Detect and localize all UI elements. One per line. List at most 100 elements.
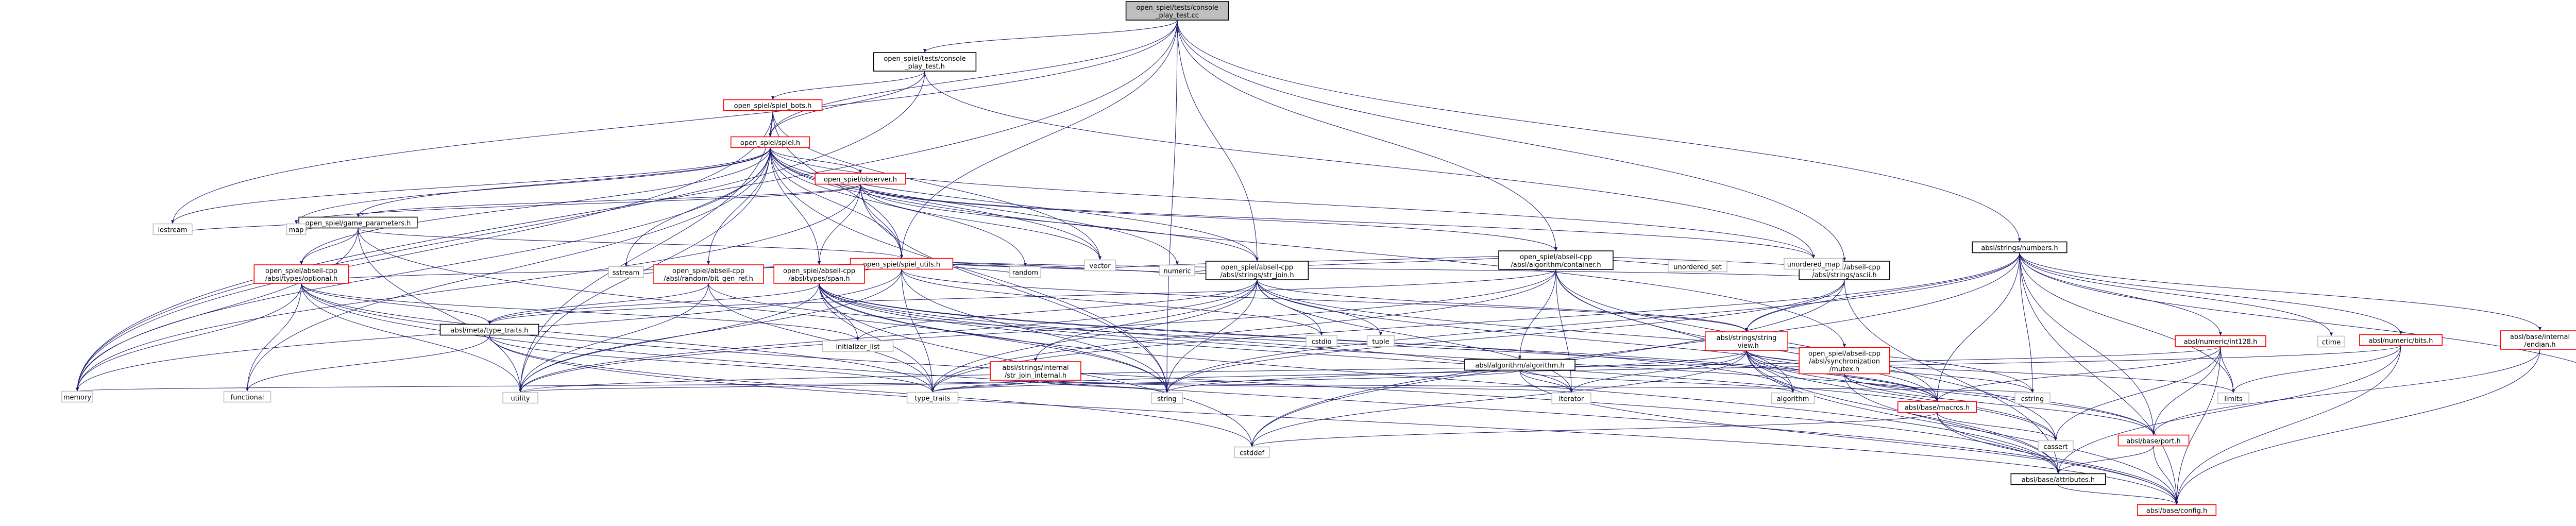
edge-absl-span-to-type-traits-h: [487, 283, 820, 325]
node-absl-span[interactable]: open_spiel/abseil-cpp/absl/types/span.h: [773, 264, 865, 284]
edge-absl-numbers-to-string: [1165, 252, 2020, 393]
node-cstddef[interactable]: cstddef: [1234, 446, 1270, 459]
node-endian[interactable]: absl/base/internal/endian.h: [2500, 330, 2576, 350]
edge-observer-to-game-params: [357, 184, 861, 217]
node-iostream[interactable]: iostream: [152, 223, 193, 235]
node-random[interactable]: random: [1009, 266, 1041, 278]
node-bits[interactable]: absl/numeric/bits.h: [2359, 334, 2443, 346]
node-algorithm[interactable]: algorithm: [1771, 392, 1815, 404]
node-observer[interactable]: open_spiel/observer.h: [815, 173, 906, 185]
node-absl-bitgen[interactable]: open_spiel/abseil-cpp/absl/random/bit_ge…: [653, 264, 764, 284]
node-label: unordered_map: [1787, 261, 1840, 269]
edge-absl-numbers-to-cstring: [2019, 252, 2035, 393]
node-numeric[interactable]: numeric: [1159, 264, 1195, 277]
node-unordered-map[interactable]: unordered_map: [1784, 258, 1843, 270]
node-box: [2317, 335, 2346, 348]
node-unordered-set[interactable]: unordered_set: [1668, 260, 1727, 273]
edge-absl-span-to-initializer-list: [819, 283, 860, 341]
node-type-traits-h[interactable]: absl/meta/type_traits.h: [439, 324, 539, 336]
node-game-params[interactable]: open_spiel/game_parameters.h: [298, 216, 418, 229]
node-box: [2500, 330, 2576, 350]
node-cstring[interactable]: cstring: [2014, 392, 2050, 404]
node-box: [1306, 335, 1337, 347]
edge-absl-optional-to-config: [301, 283, 2179, 505]
node-map[interactable]: map: [286, 223, 307, 235]
edge-observer-to-vector: [860, 184, 1102, 260]
edge-absl-numbers-to-limits: [2019, 252, 2235, 393]
node-tuple[interactable]: tuple: [1366, 335, 1395, 347]
node-root[interactable]: open_spiel/tests/console_play_test.cc: [1125, 1, 1229, 21]
edge-str-join-internal-to-type-traits: [930, 380, 1036, 393]
node-absl-numbers[interactable]: absl/strings/numbers.h: [1972, 241, 2067, 253]
edge-absl-strjoin-to-iterator: [1257, 279, 1573, 393]
node-cpt-h[interactable]: open_spiel/tests/console_play_test.h: [873, 52, 977, 72]
edge-absl-ascii-to-string: [1165, 279, 1845, 393]
node-config[interactable]: absl/base/config.h: [2137, 504, 2217, 516]
edge-spiel-utils-to-type-traits: [901, 269, 935, 393]
edge-absl-numbers-to-config: [2019, 252, 2179, 505]
node-int128[interactable]: absl/numeric/int128.h: [2175, 335, 2266, 347]
node-algo-h[interactable]: absl/algorithm/algorithm.h: [1464, 359, 1575, 371]
edge-macros-to-config: [1937, 412, 2179, 505]
node-absl-strjoin[interactable]: open_spiel/abseil-cpp/absl/strings/str_j…: [1205, 261, 1309, 280]
node-label: tuple: [1372, 338, 1389, 346]
node-spiel-bots[interactable]: open_spiel/spiel_bots.h: [723, 99, 823, 111]
edge-mutex-to-port: [1844, 374, 2156, 435]
node-box: [2117, 434, 2190, 447]
edge-type-traits-h-to-functional: [245, 335, 490, 392]
edge-absl-numbers-to-int128: [2019, 252, 2223, 336]
edge-port-to-config: [2153, 446, 2179, 505]
edge-bits-to-config: [2175, 345, 2401, 505]
edge-spiel-h-to-numeric: [770, 147, 1179, 265]
node-absl-container[interactable]: open_spiel/abseil-cpp/absl/algorithm/con…: [1498, 250, 1614, 270]
node-attributes[interactable]: absl/base/attributes.h: [2010, 473, 2106, 485]
node-absl-optional[interactable]: open_spiel/abseil-cpp/absl/types/optiona…: [253, 264, 349, 284]
edge-cpt-h-to-spiel-h: [768, 71, 925, 137]
node-initializer-list[interactable]: initializer_list: [822, 340, 894, 352]
edge-spiel-h-to-sstream: [624, 147, 771, 267]
edge-root-to-spiel-h: [768, 20, 1178, 137]
node-box: [286, 223, 307, 235]
node-box: [152, 223, 193, 235]
node-type-traits[interactable]: type_traits: [906, 392, 959, 404]
edge-bits-to-limits: [2231, 345, 2401, 393]
node-str-join-internal[interactable]: absl/strings/internal/str_join_internal.…: [990, 361, 1081, 381]
edge-absl-bitgen-to-utility: [518, 283, 709, 393]
node-spiel-utils[interactable]: open_spiel/spiel_utils.h: [850, 258, 954, 270]
node-label: absl/base/internal: [2510, 333, 2570, 341]
node-vector[interactable]: vector: [1084, 259, 1116, 272]
edge-observer-to-unordered-map: [860, 184, 1816, 259]
node-ctime[interactable]: ctime: [2317, 335, 2346, 348]
node-label: absl/strings/string: [1717, 334, 1777, 342]
node-label: cstddef: [1240, 450, 1265, 457]
node-iterator[interactable]: iterator: [1551, 392, 1591, 404]
node-sstream[interactable]: sstream: [608, 266, 644, 278]
node-label: /absl/types/span.h: [788, 275, 850, 283]
edge-spiel-h-to-map: [294, 147, 771, 224]
edge-absl-strjoin-to-string-view: [1257, 279, 1749, 332]
edge-spiel-h-to-absl-bitgen: [706, 147, 771, 265]
node-port[interactable]: absl/base/port.h: [2117, 434, 2190, 447]
edge-absl-numbers-to-ctime: [2019, 252, 2333, 336]
edge-absl-strjoin-to-tuple: [1257, 279, 1383, 336]
node-cstdio[interactable]: cstdio: [1306, 335, 1337, 347]
nodes-layer: open_spiel/tests/console_play_test.ccope…: [61, 1, 2576, 516]
node-limits[interactable]: limits: [2217, 392, 2249, 404]
node-box: [298, 216, 418, 229]
edge-observer-to-string: [860, 184, 1169, 393]
node-memory[interactable]: memory: [61, 391, 93, 403]
edge-spiel-h-to-iostream: [171, 147, 771, 224]
edge-absl-strjoin-to-string: [1165, 279, 1258, 393]
edge-string-view-to-limits: [1746, 350, 2235, 393]
edge-mutex-to-macros: [1844, 374, 1939, 402]
node-mutex[interactable]: open_spiel/abseil-cpp/absl/synchronizati…: [1799, 347, 1890, 375]
node-macros[interactable]: absl/base/macros.h: [1897, 401, 1977, 413]
node-spiel-h[interactable]: open_spiel/spiel.h: [730, 136, 810, 148]
node-label: absl/strings/internal: [1002, 364, 1069, 372]
node-string[interactable]: string: [1151, 392, 1183, 404]
edge-spiel-bots-to-utility: [518, 110, 773, 393]
node-functional[interactable]: functional: [223, 391, 272, 403]
node-string-view[interactable]: absl/strings/string_view.h: [1705, 331, 1788, 351]
node-cassert[interactable]: cassert: [2038, 440, 2074, 452]
node-utility[interactable]: utility: [502, 392, 538, 404]
